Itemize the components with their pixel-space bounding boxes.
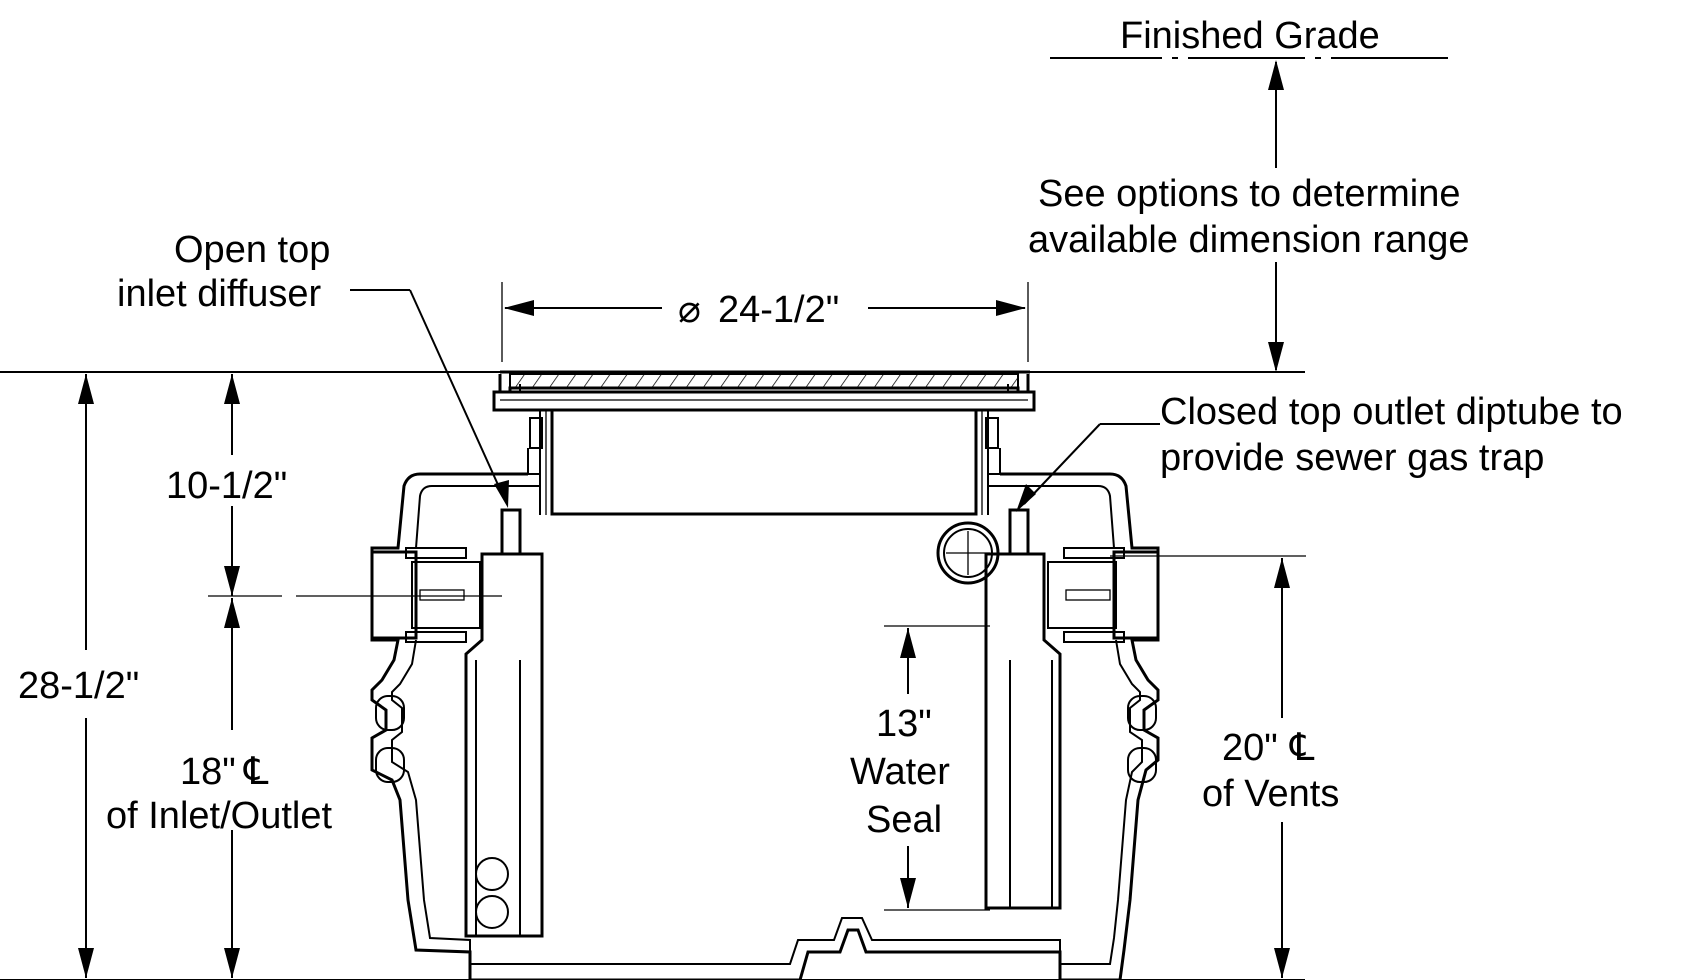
inlet-label-line2: inlet diffuser [117, 273, 322, 315]
dim-10-label: 10-1/2" [166, 465, 287, 507]
dim-20-label: 20" [1222, 727, 1278, 769]
dim-13-label: 13" [876, 703, 932, 745]
water-seal-dimension [884, 625, 990, 911]
riser [527, 408, 1001, 516]
outlet-label-line1: Closed top outlet diptube to [1160, 391, 1623, 433]
tank-body [370, 472, 1160, 980]
overall-height-dimension [78, 374, 94, 978]
dim-18-label: 18" [180, 751, 236, 793]
seal-label: Seal [866, 799, 942, 841]
dim-28-label: 28-1/2" [18, 665, 139, 707]
finished-grade-label: Finished Grade [1120, 15, 1380, 57]
base-to-inlet-dimension [224, 598, 240, 978]
inlet-leader [350, 289, 509, 508]
vents-label: of Vents [1202, 773, 1339, 815]
diameter-dimension [501, 282, 1029, 362]
diameter-symbol: ⌀ [678, 289, 701, 331]
inlet-label-line1: Open top [174, 229, 330, 271]
grade-dimension-line [1268, 60, 1284, 372]
outlet-leader [1016, 423, 1160, 512]
outlet-label-line2: provide sewer gas trap [1160, 437, 1544, 479]
diameter-label: 24-1/2" [718, 289, 839, 331]
manhole-cover [492, 370, 1036, 412]
vent-port [936, 521, 1000, 585]
water-label: Water [850, 751, 950, 793]
outlet-hub [1047, 547, 1160, 643]
options-note-line2: available dimension range [1028, 219, 1470, 261]
options-note-line1: See options to determine [1038, 173, 1461, 215]
top-to-inlet-dimension [224, 374, 240, 596]
outlet-diptube [984, 508, 1062, 910]
inlet-outlet-label: of Inlet/Outlet [106, 795, 332, 837]
inlet-hub [370, 547, 481, 643]
inlet-diffuser [464, 508, 544, 938]
vent-height-dimension [1274, 558, 1290, 978]
inlet-centerline-symbol: ℄ [243, 751, 269, 793]
vent-centerline-symbol: ℄ [1289, 727, 1315, 769]
